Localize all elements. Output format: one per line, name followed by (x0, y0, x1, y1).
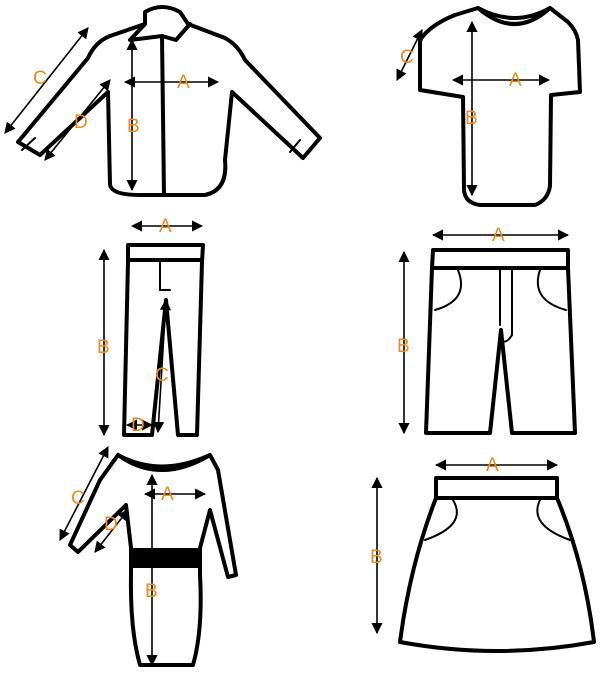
dress-belt (131, 548, 200, 568)
tshirt-a-label: A (509, 70, 522, 91)
shirt-d-label: D (74, 112, 88, 133)
shorts-fly (499, 269, 513, 343)
skirt-right-pocket (536, 499, 571, 541)
dress-b-label: B (145, 581, 158, 602)
shirt-c-label: C (33, 68, 47, 89)
pants-outline (122, 243, 205, 437)
skirt-b-label: B (370, 547, 383, 568)
dress-d-label: D (104, 514, 118, 535)
shirt-cuffs (21, 137, 301, 153)
dress-d-line (94, 509, 129, 553)
shorts-figure: A B (397, 225, 577, 435)
tshirt-b-label: B (465, 108, 478, 129)
shorts-right-pocket (536, 269, 567, 311)
tshirt-collar (476, 6, 552, 26)
shorts-left-pocket (434, 269, 463, 311)
shirt-d-line (44, 79, 111, 161)
pants-figure: A B C D (97, 216, 205, 437)
tshirt-c-label: C (400, 47, 414, 68)
skirt-left-pocket (424, 499, 458, 541)
pants-fly (159, 261, 171, 291)
shorts-a-label: A (492, 225, 505, 246)
tshirt-outline (418, 6, 582, 207)
shirt-outline (16, 5, 322, 197)
shirt-figure: A B C D (4, 5, 322, 197)
pants-b-label: B (97, 337, 110, 358)
shirt-collar (128, 22, 192, 197)
dress-c-label: C (71, 488, 85, 509)
dress-c-line (59, 446, 109, 541)
shirt-b-label: B (127, 116, 140, 137)
dress-a-label: A (161, 484, 174, 505)
dress-outline (68, 453, 238, 667)
tshirt-c-line (396, 28, 423, 82)
pants-a-label: A (159, 216, 172, 237)
pants-c-line (153, 298, 171, 434)
pants-d-label: D (131, 415, 145, 436)
pants-c-label: C (155, 365, 169, 386)
skirt-figure: A B (370, 455, 596, 653)
skirt-outline (398, 476, 596, 653)
dress-figure: A B C D (59, 446, 238, 667)
tshirt-figure: A B C (396, 6, 582, 207)
shirt-a-label: A (177, 72, 190, 93)
shorts-b-label: B (397, 336, 410, 357)
dress-neckline (116, 453, 212, 472)
shorts-outline (424, 248, 577, 435)
skirt-a-label: A (486, 455, 499, 476)
